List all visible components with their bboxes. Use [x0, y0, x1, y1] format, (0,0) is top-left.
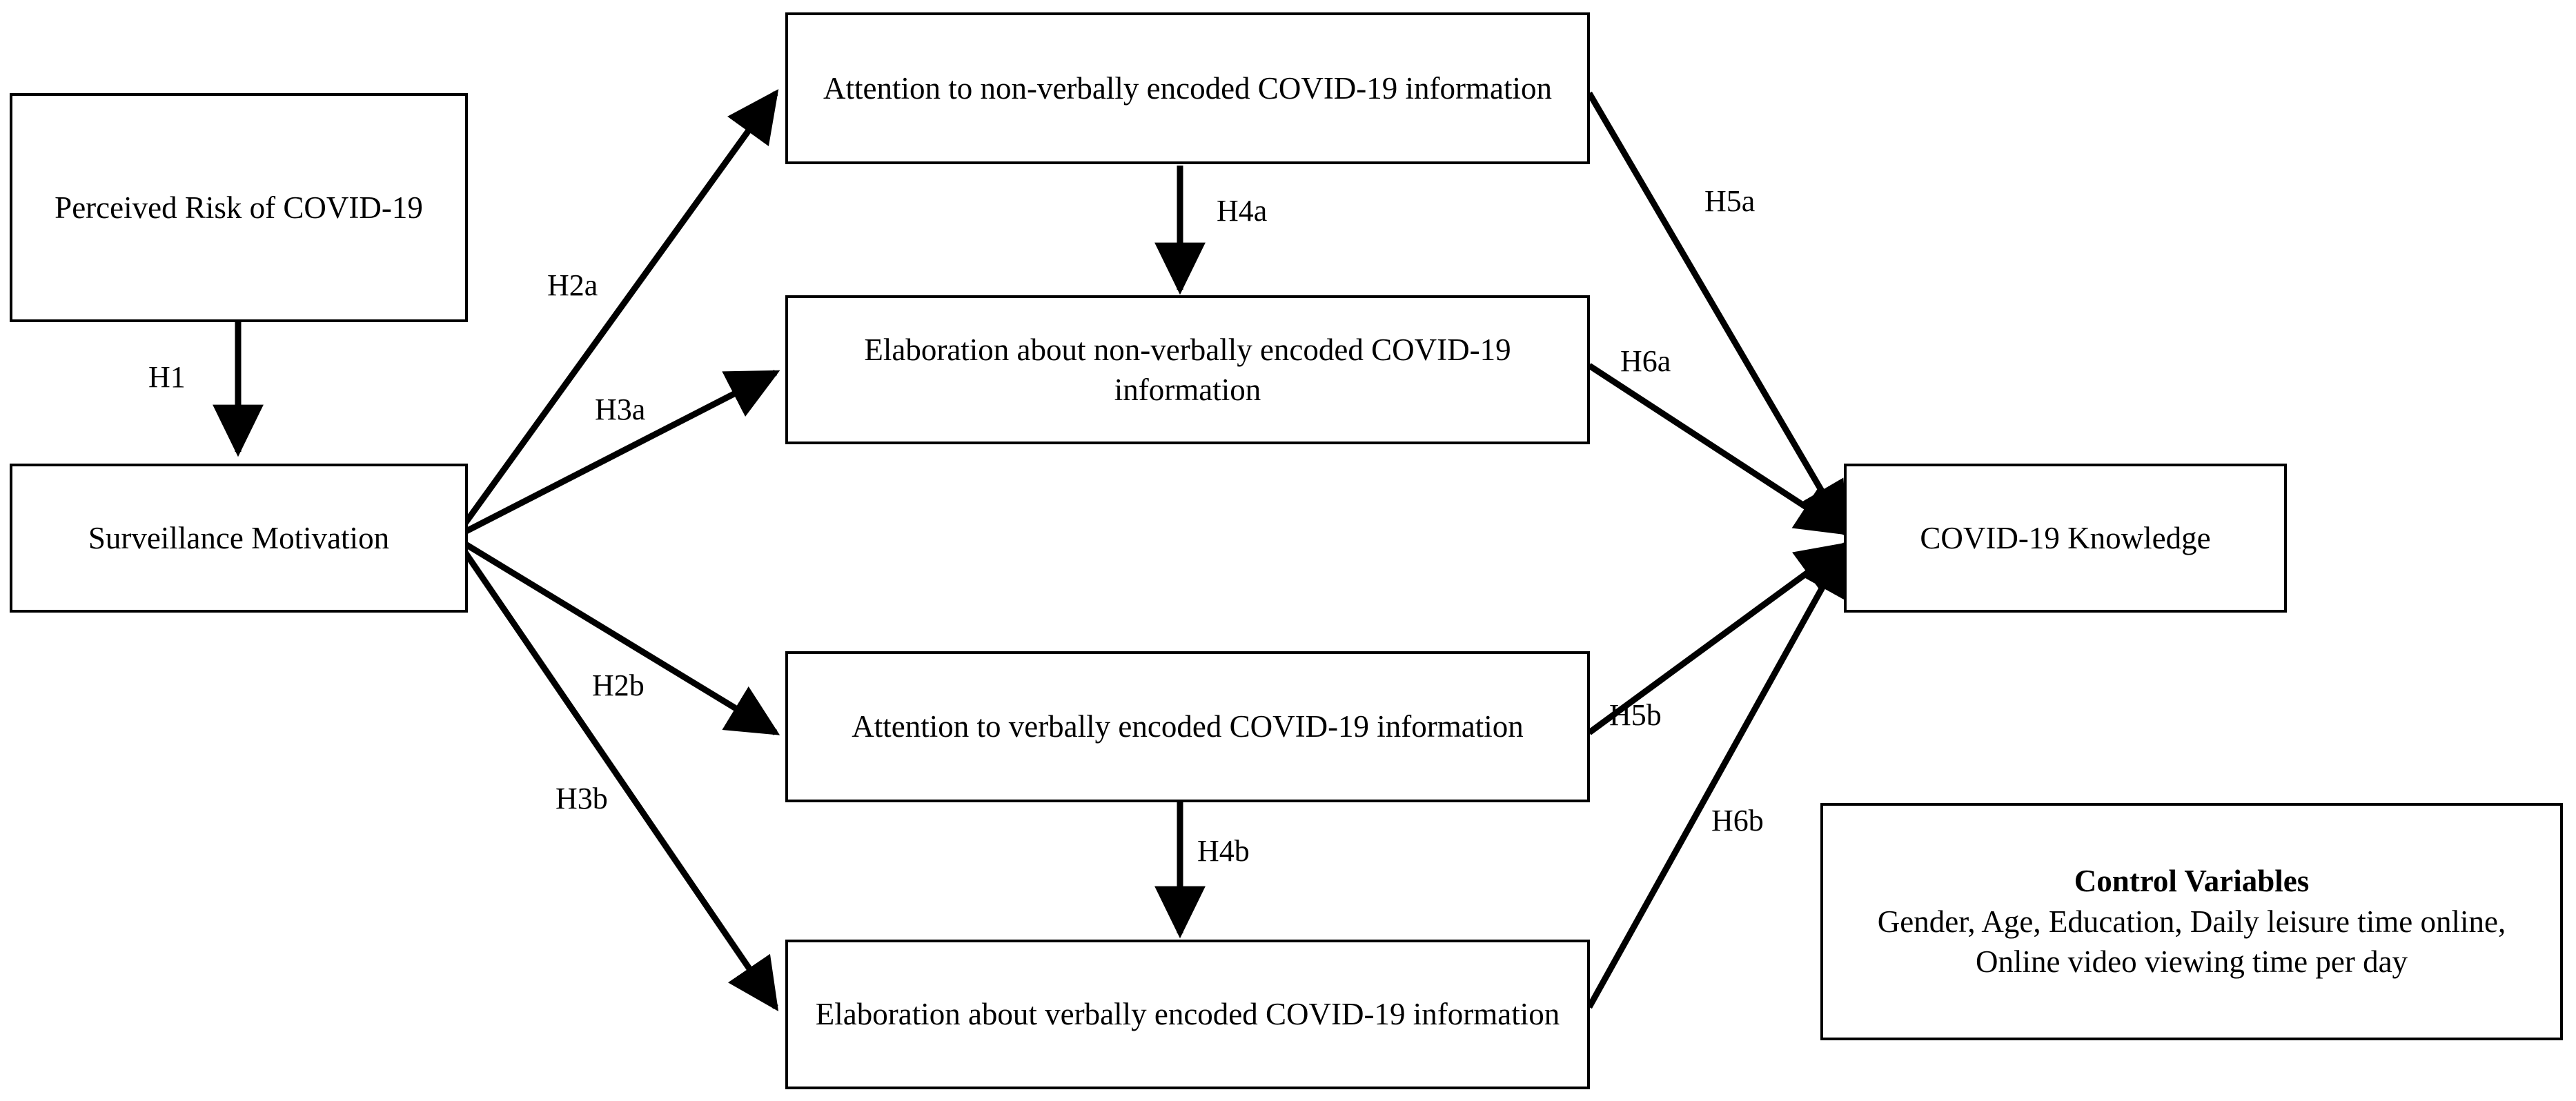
node-perceived-risk[interactable]: Perceived Risk of COVID-19 — [10, 93, 468, 322]
edge-label-h6b: H6b — [1711, 804, 1764, 837]
node-elaboration-verbal[interactable]: Elaboration about verbally encoded COVID… — [785, 940, 1590, 1089]
edge-h3b — [453, 536, 779, 1011]
node-surveillance-motivation-label: Surveillance Motivation — [88, 520, 390, 555]
node-covid19-knowledge[interactable]: COVID-19 Knowledge — [1844, 464, 2287, 613]
edge-h2a — [453, 89, 779, 539]
node-perceived-risk-label: Perceived Risk of COVID-19 — [55, 190, 423, 225]
edge-label-h1: H1 — [148, 360, 186, 394]
edge-h5a — [1586, 91, 1848, 536]
node-attention-nonverbal-label: Attention to non-verbally encoded COVID-… — [823, 70, 1552, 106]
edge-label-h3b: H3b — [555, 782, 608, 815]
control-variables-title: Control Variables — [2074, 864, 2310, 899]
node-attention-nonverbal[interactable]: Attention to non-verbally encoded COVID-… — [785, 12, 1590, 164]
node-surveillance-motivation[interactable]: Surveillance Motivation — [10, 464, 468, 613]
edge-label-h6a: H6a — [1620, 344, 1671, 378]
edge-label-h3a: H3a — [595, 393, 646, 426]
control-variables-content: Control Variables Gender, Age, Education… — [1834, 861, 2549, 982]
edge-h2b — [453, 535, 780, 735]
control-variables-body: Gender, Age, Education, Daily leisure ti… — [1877, 904, 2506, 980]
edge-h6a — [1587, 363, 1850, 535]
edge-h6b — [1586, 542, 1848, 1009]
node-attention-verbal-label: Attention to verbally encoded COVID-19 i… — [852, 709, 1524, 744]
node-covid19-knowledge-label: COVID-19 Knowledge — [1920, 520, 2211, 555]
node-elaboration-nonverbal[interactable]: Elaboration about non-verbally encoded C… — [785, 295, 1590, 444]
node-attention-verbal[interactable]: Attention to verbally encoded COVID-19 i… — [785, 651, 1590, 802]
edge-label-h2a: H2a — [547, 268, 598, 302]
edge-label-h5b: H5b — [1609, 698, 1662, 732]
edge-label-h2b: H2b — [592, 668, 645, 702]
node-elaboration-verbal-label: Elaboration about verbally encoded COVID… — [815, 997, 1560, 1032]
node-control-variables[interactable]: Control Variables Gender, Age, Education… — [1820, 803, 2563, 1040]
edge-label-h4b: H4b — [1197, 834, 1250, 868]
edge-label-h4a: H4a — [1217, 194, 1268, 228]
node-elaboration-nonverbal-label: Elaboration about non-verbally encoded C… — [864, 332, 1511, 408]
edge-label-h5a: H5a — [1704, 184, 1756, 218]
